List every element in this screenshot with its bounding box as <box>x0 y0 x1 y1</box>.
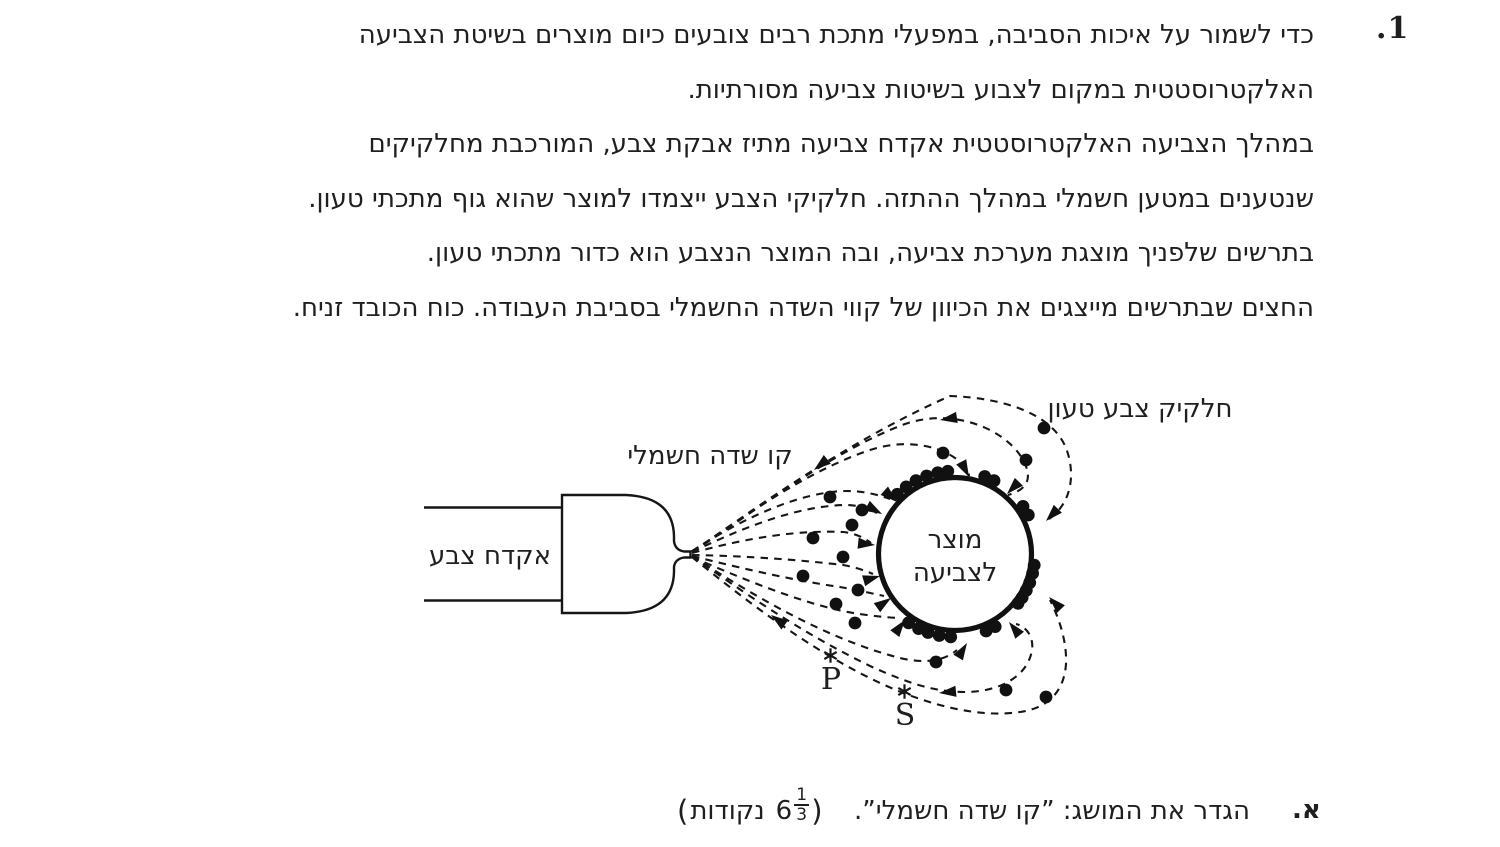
field-direction-arrowhead <box>1046 504 1062 521</box>
field-line-dashed <box>691 417 1029 553</box>
paint-particle-dot <box>796 569 810 583</box>
field-line-dashed <box>691 489 891 552</box>
question-intro-paragraph: כדי לשמור על איכות הסביבה, במפעלי מתכת ר… <box>293 8 1314 336</box>
sub-question-marker: א. <box>1292 795 1321 825</box>
field-direction-arrowhead <box>1009 622 1024 639</box>
fraction-bar <box>794 804 810 806</box>
field-line-dashed <box>691 555 958 663</box>
field-direction-arrowhead <box>940 411 958 423</box>
paint-particle-dot <box>845 518 859 532</box>
paint-particle-dot <box>829 597 843 611</box>
paint-particle-dot <box>931 466 945 480</box>
paint-particle-dot <box>848 616 862 630</box>
paint-particle-dot <box>988 620 1002 633</box>
field-direction-arrowhead <box>873 598 891 613</box>
field-direction-arrowhead <box>956 459 969 477</box>
point-p-label: P <box>821 662 841 697</box>
paint-particle-dot <box>936 446 950 460</box>
field-line-dashed <box>691 556 899 620</box>
paint-particle-dot <box>987 474 1001 488</box>
paint-particle-dot <box>855 503 869 517</box>
paint-particle-dot <box>1021 508 1035 522</box>
points-integer: 6 <box>775 796 793 826</box>
field-line-dashed <box>691 555 1034 694</box>
paint-particle-dot <box>899 480 913 494</box>
field-line-label: קו שדה חשמלי <box>627 441 792 471</box>
paint-particle-dot <box>1037 421 1051 435</box>
point-s-marker <box>897 684 912 699</box>
paragraph-line-3: במהלך הצביעה האלקטרוסטטית אקדח צביעה מתי… <box>368 129 1314 160</box>
points-close-paren: ) <box>811 794 823 828</box>
paragraph-line-1: כדי לשמור על איכות הסביבה, במפעלי מתכת ר… <box>358 20 1314 50</box>
paragraph-line-5: בתרשים שלפניך מוצגת מערכת צביעה, ובה המו… <box>426 238 1314 269</box>
paint-particle-dot <box>920 469 933 483</box>
field-line-arrowheads <box>771 411 1065 697</box>
paint-particle-dot <box>836 550 850 564</box>
field-line-dashed <box>691 553 874 575</box>
gun-body <box>560 493 692 615</box>
point-s-label: S <box>895 698 916 733</box>
field-direction-arrowhead <box>953 643 967 661</box>
field-direction-arrowhead <box>771 615 788 630</box>
paint-particle-dot <box>1019 453 1033 467</box>
field-direction-arrowhead <box>862 575 880 587</box>
paint-particle-dot <box>1039 690 1053 704</box>
paragraph-line-4: שנטענים במטען חשמלי במהלך ההתזה. חלקיקי … <box>308 183 1314 214</box>
field-direction-arrowhead <box>939 685 957 697</box>
field-direction-arrowhead <box>890 620 905 637</box>
field-direction-arrowhead <box>1007 477 1023 494</box>
product-label-line1: מוצר <box>928 525 983 555</box>
paint-particle-dot <box>944 630 958 644</box>
fraction-denominator: 3 <box>796 805 808 825</box>
point-p-marker <box>823 648 838 663</box>
paint-particle-dot <box>999 683 1013 697</box>
paint-particle-dot <box>823 490 837 504</box>
paint-particle-dot <box>909 474 923 488</box>
question-number: 1. <box>1376 11 1410 46</box>
sub-question-text: הגדר את המושג: ”קו שדה חשמלי”. <box>854 796 1250 826</box>
paint-particle-dot <box>902 616 915 630</box>
paint-particle-dot <box>851 583 865 597</box>
points-open-paren: ( <box>677 794 689 828</box>
paint-particle-dot <box>921 626 935 639</box>
paint-particle-dot <box>890 487 904 501</box>
paint-particle-dot <box>806 531 820 545</box>
fraction-numerator: 1 <box>796 785 808 805</box>
field-line-dashed <box>691 530 872 555</box>
field-direction-arrowhead <box>814 455 831 470</box>
paragraph-line-6: החצים שבתרשים מייצגים את הכיוון של קווי … <box>292 292 1314 323</box>
paint-particle-dots <box>796 421 1053 704</box>
points-fraction: 1 3 <box>794 785 810 825</box>
paint-particle-dot <box>932 629 946 642</box>
product-ball <box>875 474 1035 634</box>
product-label-line2: לצביעה <box>913 558 997 588</box>
charged-particle-label: חלקיק צבע טעון <box>1047 394 1232 424</box>
paint-gun <box>424 493 692 615</box>
sub-question-points: ( נקודות 6 1 3 ) <box>677 787 823 832</box>
paint-particle-dot <box>929 655 943 669</box>
field-direction-arrowhead <box>864 500 882 514</box>
paint-particle-dot <box>941 464 955 478</box>
field-direction-arrowhead <box>1049 597 1065 613</box>
paint-gun-label: אקדח צבע <box>429 541 551 571</box>
paragraph-line-2: האלקטרוסטטית במקום לצבוע בשיטות צביעה מס… <box>687 74 1314 105</box>
field-direction-arrowhead <box>857 537 875 549</box>
paint-particle-dot <box>1011 596 1025 610</box>
points-word: נקודות <box>690 796 765 826</box>
